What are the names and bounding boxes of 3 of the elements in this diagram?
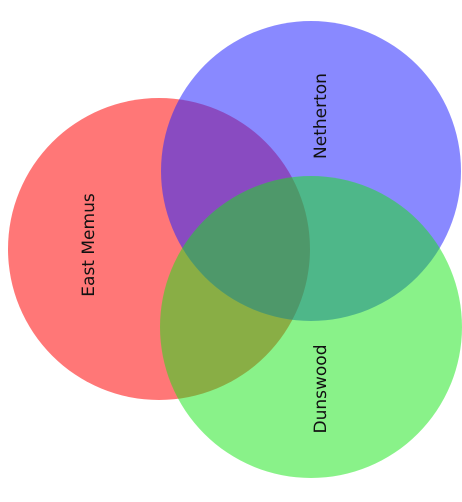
circle-label: Netherton [311,73,331,159]
circle-label: Dunswood [311,344,331,434]
circle-label: East Memus [79,193,99,297]
